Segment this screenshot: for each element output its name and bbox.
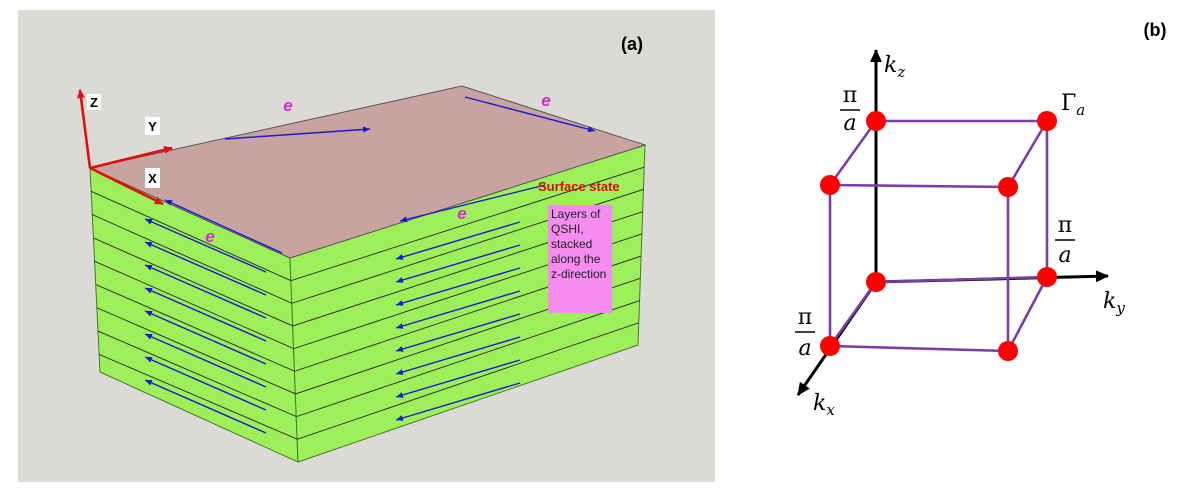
x-label-box <box>145 168 160 188</box>
vertex-bottom-front-left <box>820 336 840 356</box>
layers-note-box <box>548 205 612 313</box>
front-arrow-2 <box>395 244 521 283</box>
z-label-box <box>87 94 101 110</box>
panel-a-label: (a) <box>621 34 643 54</box>
panel-b: (b) <box>795 20 1166 419</box>
edge-current-arrows <box>144 96 596 434</box>
layer-lines <box>90 166 645 440</box>
left-arrow-6 <box>144 333 267 388</box>
left-arrow-3 <box>144 264 267 319</box>
panel-b-label: (b) <box>1144 20 1167 40</box>
brillouin-cube-edges <box>828 119 1049 353</box>
x-axis-arrow <box>89 166 164 206</box>
electron-label-front: e <box>457 204 466 223</box>
y-axis-arrow <box>89 146 173 170</box>
front-arrow-6 <box>395 336 521 375</box>
kz-label: kz <box>884 53 905 81</box>
front-arrow-5 <box>395 313 521 352</box>
svg-text:a: a <box>843 111 856 136</box>
top-arrow-1 <box>224 126 371 140</box>
front-arrow-4 <box>395 290 521 329</box>
z-axis-label: Z <box>90 95 98 110</box>
top-arrow-2 <box>464 96 596 133</box>
panel-a: Z Y X e e e e Surface state Layers of QS… <box>18 10 715 482</box>
y-axis-label: Y <box>148 119 157 134</box>
cube-vertices <box>820 111 1057 361</box>
front-arrow-1 <box>395 221 521 260</box>
top-arrow-3 <box>399 184 546 223</box>
svg-text:a: a <box>1058 243 1071 268</box>
kx-label: kx <box>813 391 835 419</box>
left-arrow-5 <box>144 310 267 365</box>
pi-over-a-kz: π a <box>840 83 860 136</box>
vertex-top-front-left <box>820 175 840 195</box>
vertex-bottom-front-right <box>998 341 1018 361</box>
left-arrow-2 <box>144 241 267 296</box>
electron-label-left: e <box>205 227 214 246</box>
vertex-top-front-right <box>998 177 1018 197</box>
gamma-a-label: Γa <box>1061 91 1085 119</box>
coordinate-axes <box>77 89 173 206</box>
left-arrow-1 <box>144 218 267 273</box>
surface-state-label: Surface state <box>538 179 620 194</box>
front-arrow-8 <box>395 382 521 421</box>
vertex-top-back-left <box>866 111 886 131</box>
svg-text:π: π <box>1058 213 1072 238</box>
ky-label: ky <box>1103 289 1125 317</box>
left-arrow-8 <box>144 379 267 434</box>
vertex-origin <box>866 272 886 292</box>
z-axis-arrow <box>77 89 92 169</box>
left-arrow-4 <box>144 287 267 342</box>
svg-text:π: π <box>843 83 857 108</box>
layers-note-container: Layers of QSHI, stacked along the z-dire… <box>551 207 607 281</box>
front-arrow-3 <box>395 267 521 306</box>
y-label-box <box>145 117 160 135</box>
electron-label-top-right: e <box>541 91 550 110</box>
svg-text:a: a <box>798 336 811 361</box>
slab-top-face <box>88 85 647 259</box>
x-axis-label: X <box>148 171 157 186</box>
front-arrow-7 <box>395 359 521 398</box>
vertex-bottom-back-right <box>1037 267 1057 287</box>
svg-text:π: π <box>798 305 812 330</box>
pi-over-a-kx: π a <box>795 305 815 361</box>
left-arrow-7 <box>144 356 267 411</box>
vertex-gamma <box>1037 111 1057 131</box>
layers-note-text: Layers of QSHI, stacked along the z-dire… <box>551 207 607 281</box>
pi-over-a-ky: π a <box>1055 213 1075 268</box>
electron-label-top-left: e <box>283 96 292 115</box>
top-arrow-4 <box>164 199 283 254</box>
